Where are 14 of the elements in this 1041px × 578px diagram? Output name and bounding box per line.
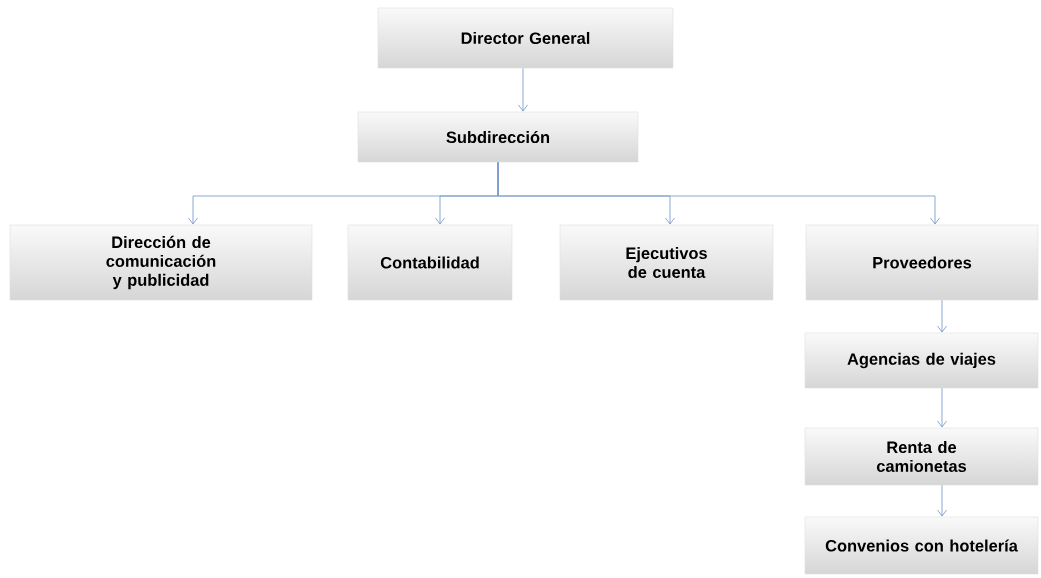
org-box: Dirección de comunicación y publicidad — [9, 224, 313, 301]
org-box: Agencias de viajes — [804, 332, 1039, 389]
org-box: Proveedores — [805, 224, 1039, 301]
connector-arrow — [518, 67, 528, 112]
org-box: Subdirección — [357, 111, 639, 163]
connector-arrow — [937, 299, 947, 333]
org-box: Contabilidad — [347, 224, 513, 301]
connector-arrow — [497, 161, 940, 225]
org-box: Convenios con hotelería — [804, 516, 1039, 575]
org-box: Renta de camionetas — [804, 427, 1039, 486]
connector-arrow — [937, 484, 947, 517]
org-box: Director General — [377, 7, 674, 69]
org-box: Ejecutivos de cuenta — [559, 224, 774, 301]
connector-arrow — [937, 387, 947, 428]
